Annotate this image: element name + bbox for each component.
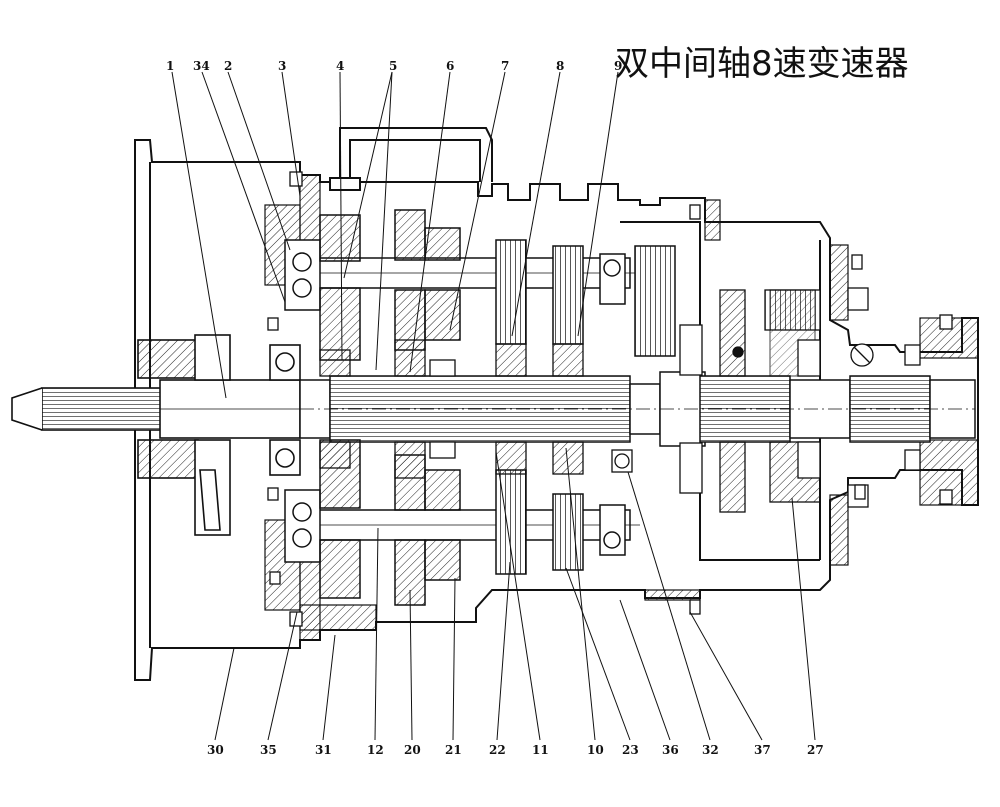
callout-27: 27 xyxy=(807,743,824,757)
input-shaft xyxy=(11,334,301,536)
main-shaft xyxy=(299,371,976,447)
callout-32: 32 xyxy=(702,743,719,757)
callouts-bottom: 30 35 31 12 20 21 22 11 10 23 36 32 37 2… xyxy=(207,743,824,757)
main-shaft-gears xyxy=(319,339,633,479)
callout-6: 6 xyxy=(446,59,454,73)
callout-31: 31 xyxy=(315,743,332,757)
callout-5: 5 xyxy=(389,59,397,73)
callout-21: 21 xyxy=(445,743,462,757)
upper-countershaft xyxy=(284,209,676,361)
callout-30: 30 xyxy=(207,743,224,757)
callout-36: 36 xyxy=(662,743,679,757)
callout-8: 8 xyxy=(556,59,564,73)
callout-2: 2 xyxy=(224,59,232,73)
callout-3: 3 xyxy=(278,59,286,73)
callouts-top: 1 34 2 3 4 5 6 7 8 9 xyxy=(166,59,622,73)
callout-34: 34 xyxy=(193,59,210,73)
diagram-title: 双中间轴8速变速器 xyxy=(615,44,909,84)
callout-9: 9 xyxy=(614,59,622,73)
callout-4: 4 xyxy=(336,59,344,73)
housing-bolts xyxy=(267,171,953,627)
lower-countershaft xyxy=(284,439,640,606)
callout-37: 37 xyxy=(754,743,771,757)
callout-10: 10 xyxy=(587,743,604,757)
callout-1: 1 xyxy=(166,59,174,73)
shift-tower xyxy=(339,127,493,182)
range-section xyxy=(679,287,921,513)
callout-35: 35 xyxy=(260,743,277,757)
clutch-housing xyxy=(134,139,979,681)
callout-12: 12 xyxy=(367,743,384,757)
callout-20: 20 xyxy=(404,743,421,757)
callout-23: 23 xyxy=(622,743,639,757)
leader-lines xyxy=(171,71,816,741)
callout-11: 11 xyxy=(532,743,549,757)
callout-7: 7 xyxy=(501,59,509,73)
callout-22: 22 xyxy=(489,743,506,757)
